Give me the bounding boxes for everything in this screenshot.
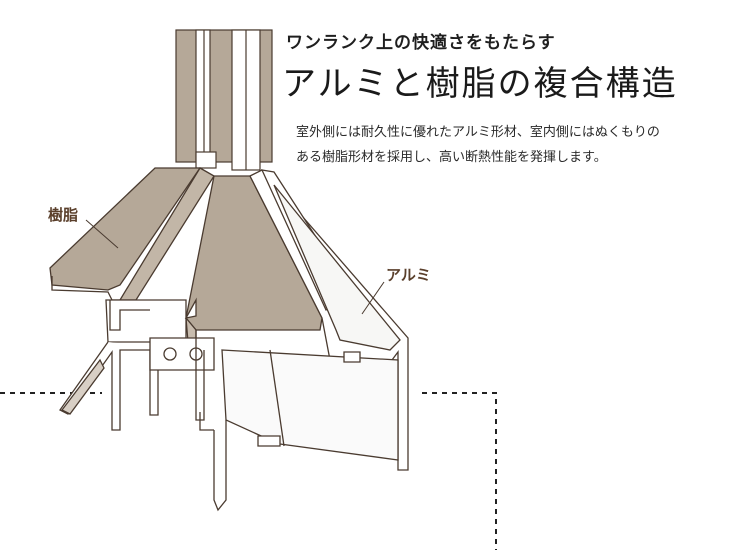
aluminum-profile bbox=[199, 169, 409, 512]
leader-line-aluminum bbox=[361, 281, 385, 315]
description-line-1: 室外側には耐久性に優れたアルミ形材、室内側にはぬくもりの bbox=[296, 125, 660, 140]
label-resin: 樹脂 bbox=[48, 206, 79, 224]
page-title: アルミと樹脂の複合構造 bbox=[282, 64, 678, 104]
dashed-guide-right bbox=[422, 392, 497, 550]
lower-frame bbox=[59, 297, 215, 431]
subtitle: ワンランク上の快適さをもたらす bbox=[286, 33, 556, 53]
label-aluminum: アルミ bbox=[386, 266, 431, 284]
description: 室外側には耐久性に優れたアルミ形材、室内側にはぬくもりの ある樹脂形材を採用し、… bbox=[296, 120, 736, 170]
description-line-2: ある樹脂形材を採用し、高い断熱性能を発揮します。 bbox=[296, 150, 607, 165]
leader-line-resin bbox=[85, 219, 119, 249]
resin-sill bbox=[49, 167, 215, 301]
upper-frame bbox=[175, 29, 273, 171]
